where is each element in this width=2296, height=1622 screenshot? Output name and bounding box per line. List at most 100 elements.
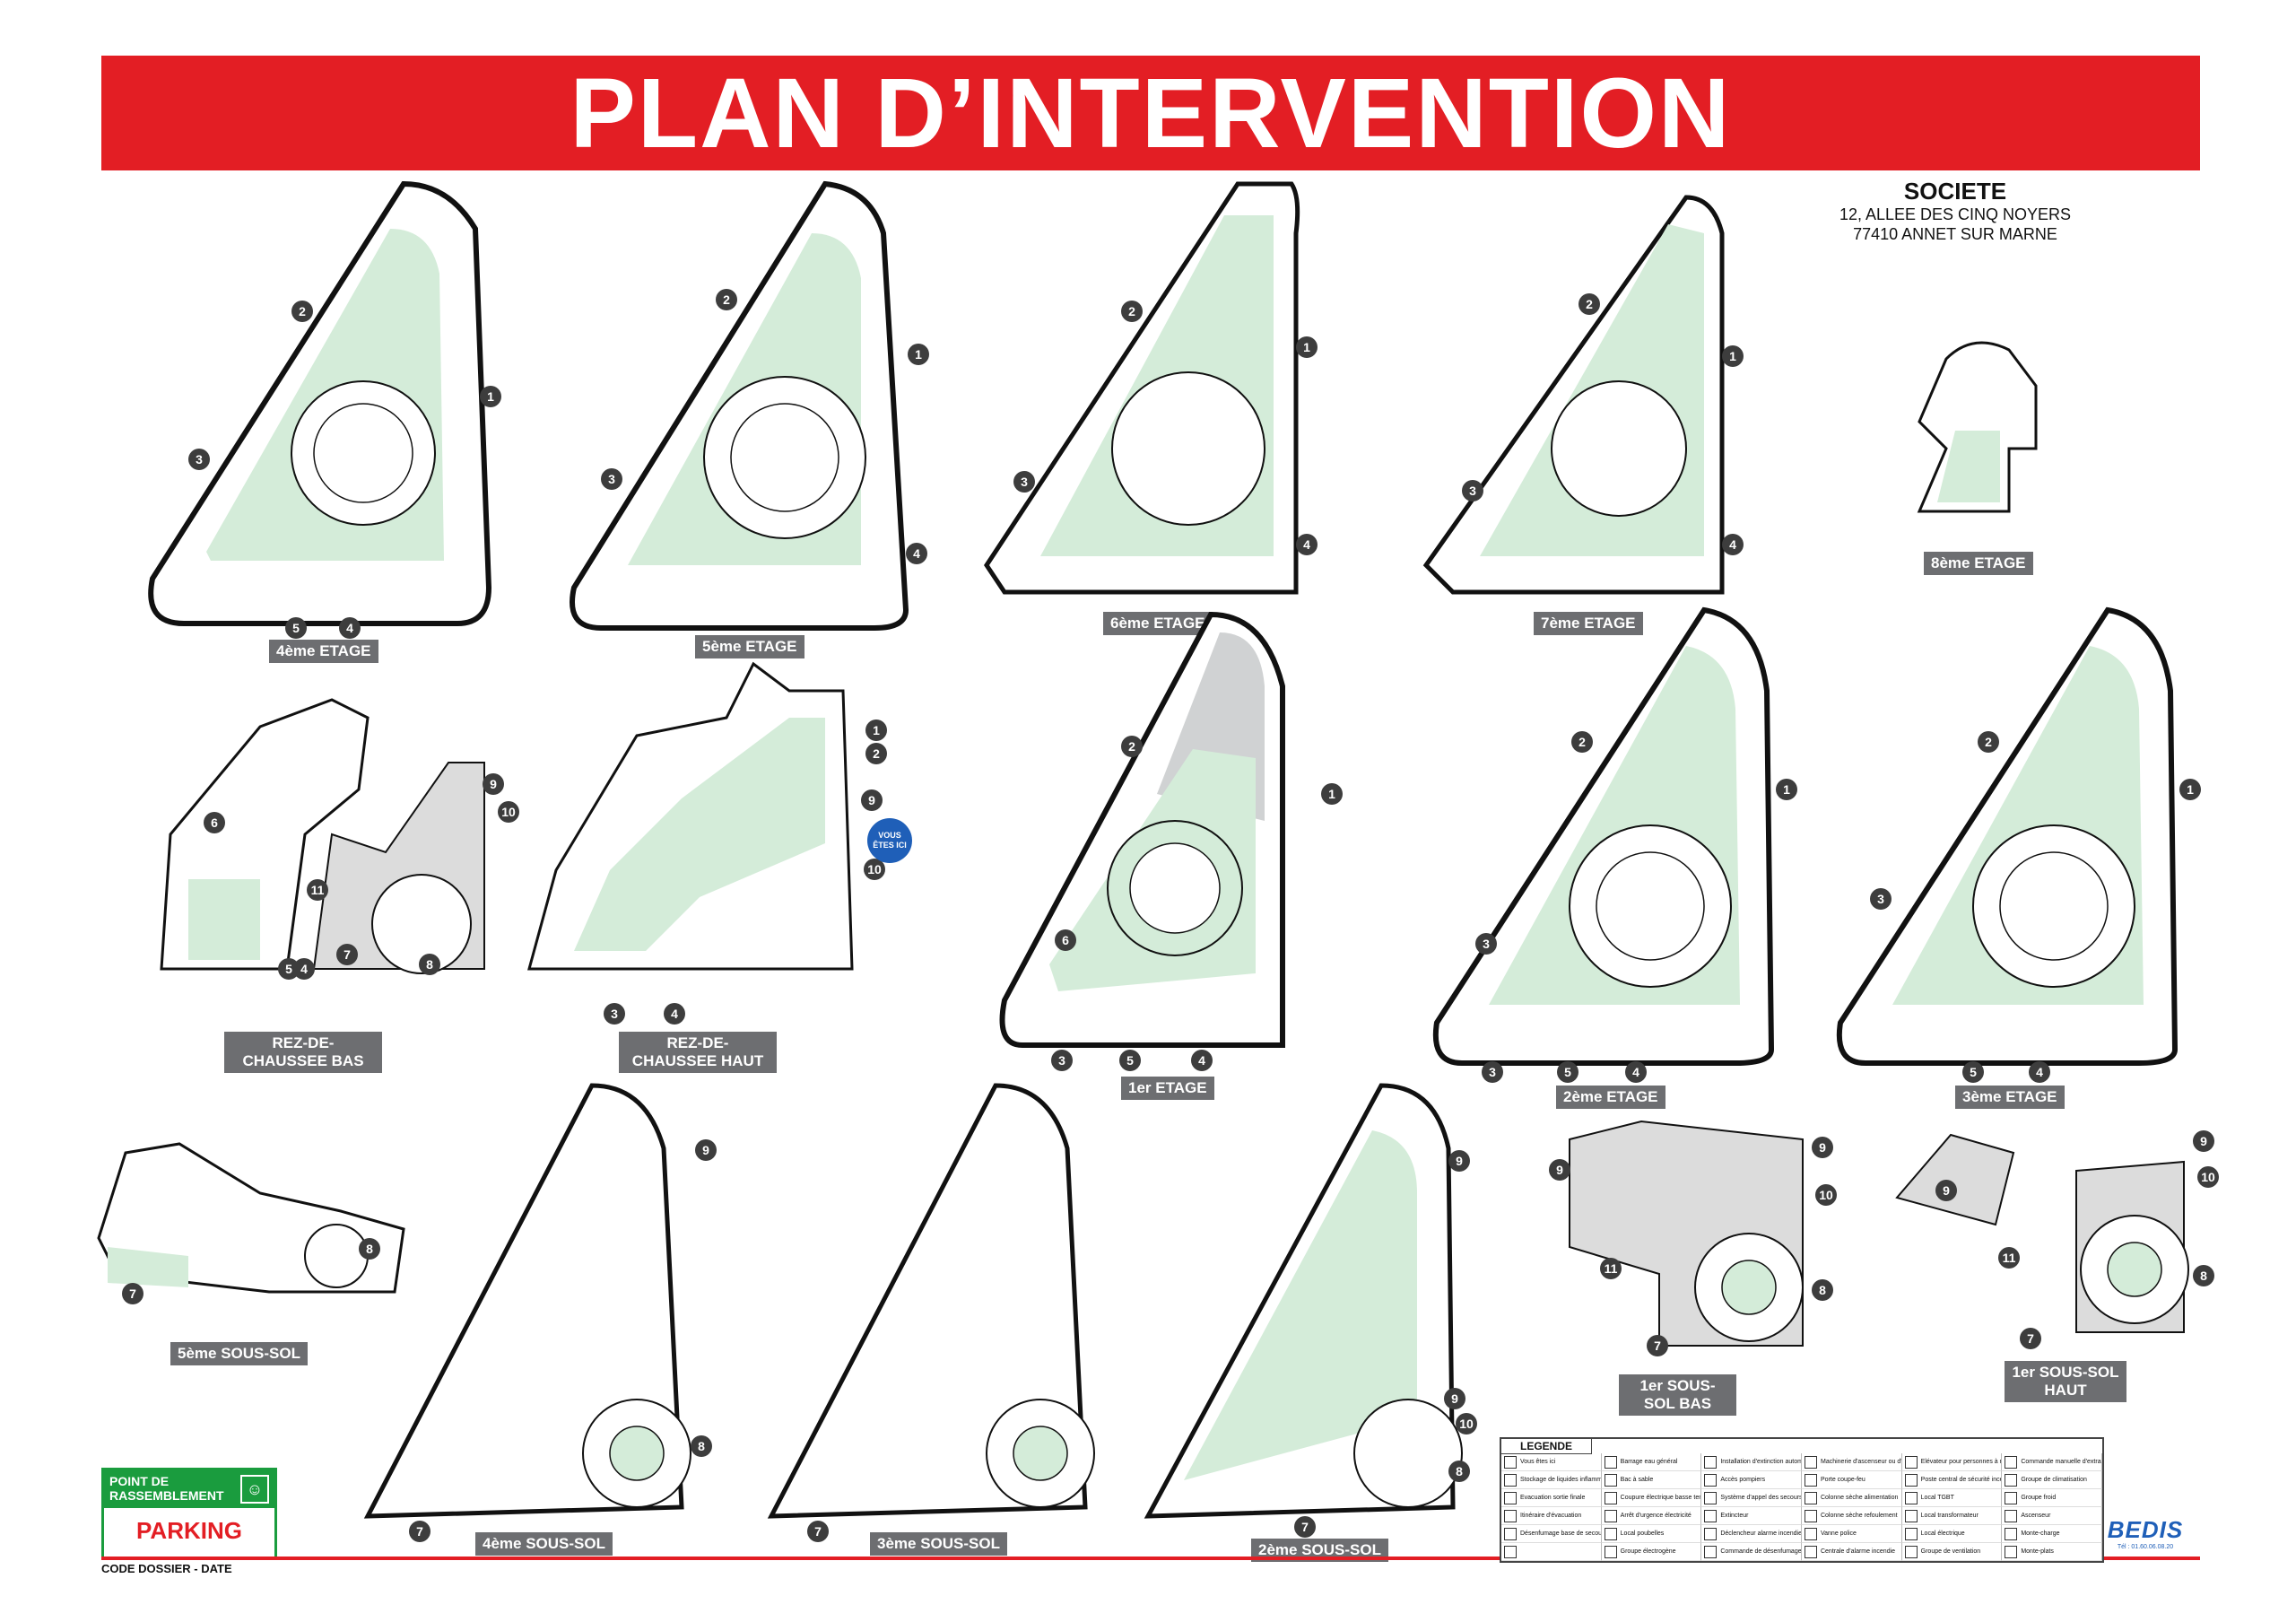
legend-item: Itinéraire d'évacuation <box>1501 1507 1602 1525</box>
legend-symbol-icon <box>1604 1527 1617 1540</box>
floor-plan-1er-etage[interactable]: 2 1 6 3 5 4 1er ETAGE <box>996 611 1354 1100</box>
legend-item-label: Système d'appel des secours <box>1720 1495 1802 1501</box>
legend-item-label: Désenfumage base de secours <box>1520 1530 1602 1537</box>
legend-symbol-icon <box>2005 1491 2018 1504</box>
floor-plan-7eme-etage[interactable]: 2 1 3 4 7ème ETAGE <box>1422 179 1758 635</box>
legend-symbol-icon <box>1804 1509 1817 1522</box>
legend-symbol-icon <box>1504 1491 1517 1504</box>
legend-item-label: Groupe de climatisation <box>2021 1477 2087 1483</box>
legend-item-label: Installation d'extinction automatique <box>1720 1459 1802 1465</box>
legend-symbol-icon <box>1804 1527 1817 1540</box>
floor-plan-5eme-etage[interactable]: 2 1 3 4 5ème ETAGE <box>565 179 942 658</box>
legend-symbol-icon <box>1504 1509 1517 1522</box>
company-address-line2: 77410 ANNET SUR MARNE <box>1853 225 2057 243</box>
assembly-location: PARKING <box>136 1517 242 1544</box>
floor-plan-3eme-sous-sol[interactable]: 7 3ème SOUS-SOL <box>753 1077 1130 1561</box>
floor-plan-drawing <box>1917 341 2038 513</box>
floor-plan-6eme-etage[interactable]: 2 1 3 4 6ème ETAGE <box>984 179 1327 635</box>
legend-item: Désenfumage base de secours <box>1501 1525 1602 1543</box>
code-dossier: CODE DOSSIER - DATE <box>101 1562 232 1575</box>
floor-label: REZ-DE-CHAUSSEE BAS <box>224 1032 382 1073</box>
legend-symbol-icon <box>1704 1527 1718 1540</box>
floor-plan-3eme-etage[interactable]: 2 1 3 5 4 3ème ETAGE <box>1830 606 2206 1109</box>
legend-item: Système d'appel des secours <box>1701 1489 1802 1507</box>
floor-plan-4eme-etage[interactable]: 2 1 3 5 4 4ème ETAGE <box>144 175 520 663</box>
legend-item-label: Groupe de ventilation <box>1920 1548 1981 1555</box>
legend-symbol-icon <box>1904 1491 1918 1504</box>
legend-item-label: Déclencheur alarme incendie <box>1720 1530 1802 1537</box>
floor-plan-1er-sous-sol-bas[interactable]: 9 9 10 11 8 7 1er SOUS-SOL BAS <box>1534 1120 1839 1426</box>
legend-symbol-icon <box>2005 1545 2018 1558</box>
legend-item-label: Colonne sèche refoulement <box>1820 1513 1898 1519</box>
floor-plan-rez-de-chaussee-bas[interactable]: 6 9 10 11 5 4 7 8 REZ-DE-CHAUSSEE BAS <box>152 698 529 1077</box>
floor-plan-5eme-sous-sol[interactable]: 7 8 5ème SOUS-SOL <box>81 1139 422 1373</box>
legend-symbol-icon <box>1704 1491 1718 1504</box>
legend-item-label: Ascenseur <box>2021 1513 2051 1519</box>
legend-symbol-icon <box>1604 1473 1617 1487</box>
legend-item-label: Commande manuelle d'extraction automatiq… <box>2021 1459 2101 1465</box>
legend-item: Groupe de climatisation <box>2002 1471 2102 1489</box>
legend-item-label: Local TGBT <box>1920 1495 1954 1501</box>
legend-symbol-icon <box>1504 1545 1517 1558</box>
floor-plan-drawing <box>527 661 854 971</box>
legend-item-label: Stockage de liquides inflammables <box>1520 1477 1602 1483</box>
legend-item: Groupe de ventilation <box>1901 1543 2003 1561</box>
legend-item: Elévateur pour personnes à mobilité rédu… <box>1901 1453 2003 1471</box>
floor-plan-1er-sous-sol-haut[interactable]: 9 10 9 11 8 7 1er SOUS-SOL HAUT <box>1895 1126 2219 1422</box>
floor-plan-2eme-sous-sol[interactable]: 9 9 10 8 7 2ème SOUS-SOL <box>1130 1077 1507 1570</box>
legend-item: Commande de désenfumage <box>1701 1543 1802 1561</box>
legend-item-label: Local poubelles <box>1620 1530 1665 1537</box>
legend-symbol-icon <box>1904 1527 1918 1540</box>
legend-item: Monte-plats <box>2002 1543 2102 1561</box>
legend-item: Colonne sèche alimentation <box>1801 1489 1902 1507</box>
floor-plan-drawing <box>1432 606 1775 1066</box>
logo-phone: Tél : 01.60.06.08.20 <box>2117 1544 2174 1550</box>
legend-item: Bac à sable <box>1601 1471 1702 1489</box>
legend-item-label: Extincteur <box>1720 1513 1749 1519</box>
logo: BEDIS Tél : 01.60.06.08.20 <box>2092 1516 2199 1550</box>
floor-label: 1er SOUS-SOL BAS <box>1619 1374 1736 1416</box>
legend-item: Local TGBT <box>1901 1489 2003 1507</box>
logo-name: BEDIS <box>2107 1516 2184 1543</box>
legend-item-label: Monte-charge <box>2021 1530 2060 1537</box>
legend-symbol-icon <box>1704 1545 1718 1558</box>
floor-plan-drawing <box>97 1142 405 1294</box>
legend-item: Evacuation sortie finale <box>1501 1489 1602 1507</box>
floor-plan-8eme-etage[interactable]: 8ème ETAGE <box>1901 332 2081 583</box>
legend-item: Ascenseur <box>2002 1507 2102 1525</box>
floor-label: 7ème ETAGE <box>1534 612 1643 635</box>
legend-item: Installation d'extinction automatique <box>1701 1453 1802 1471</box>
legend-item: Groupe froid <box>2002 1489 2102 1507</box>
legend-item: Stockage de liquides inflammables <box>1501 1471 1602 1489</box>
floor-plan-drawing <box>984 181 1300 595</box>
legend-item-label: Vanne police <box>1820 1530 1857 1537</box>
legend-symbol-icon <box>1504 1527 1517 1540</box>
legend-symbol-icon <box>1804 1473 1817 1487</box>
legend-item: Arrêt d'urgence électricité <box>1601 1507 1702 1525</box>
legend-symbol-icon <box>1704 1509 1718 1522</box>
legend-symbol-icon <box>2005 1455 2018 1469</box>
floor-plan-2eme-etage[interactable]: 2 1 3 3 5 4 2ème ETAGE <box>1426 606 1803 1109</box>
legend-item-label: Local électrique <box>1920 1530 1965 1537</box>
legend-item: Déclencheur alarme incendie <box>1701 1525 1802 1543</box>
legend-item-label: Groupe électrogène <box>1620 1548 1676 1555</box>
company-name: SOCIETE <box>1903 178 2007 205</box>
legend-item-label: Machinerie d'ascenseur ou d'un monte-cha… <box>1820 1459 1902 1465</box>
legend-symbol-icon <box>1704 1455 1718 1469</box>
assembly-title: POINT DE RASSEMBLEMENT <box>109 1474 224 1503</box>
legend-title: LEGENDE <box>1501 1439 1592 1454</box>
legend-symbol-icon <box>1804 1491 1817 1504</box>
floor-plan-rez-de-chaussee-haut[interactable]: 1 2 9 10 3 4 REZ-DE-CHAUSSEE HAUT <box>520 661 897 1077</box>
legend-item-label: Evacuation sortie finale <box>1520 1495 1586 1501</box>
floor-label: 6ème ETAGE <box>1103 612 1213 635</box>
floor-label: 1er SOUS-SOL HAUT <box>2005 1361 2126 1402</box>
legend-symbol-icon <box>1804 1545 1817 1558</box>
floor-plan-4eme-sous-sol[interactable]: 9 8 7 4ème SOUS-SOL <box>350 1077 726 1561</box>
floor-label: 1er ETAGE <box>1121 1077 1214 1100</box>
legend-item: Local poubelles <box>1601 1525 1702 1543</box>
group-people-icon: ☺ <box>240 1475 269 1504</box>
legend-symbol-icon <box>1904 1473 1918 1487</box>
legend-item: Machinerie d'ascenseur ou d'un monte-cha… <box>1801 1453 1902 1471</box>
legend-item: Groupe électrogène <box>1601 1543 1702 1561</box>
